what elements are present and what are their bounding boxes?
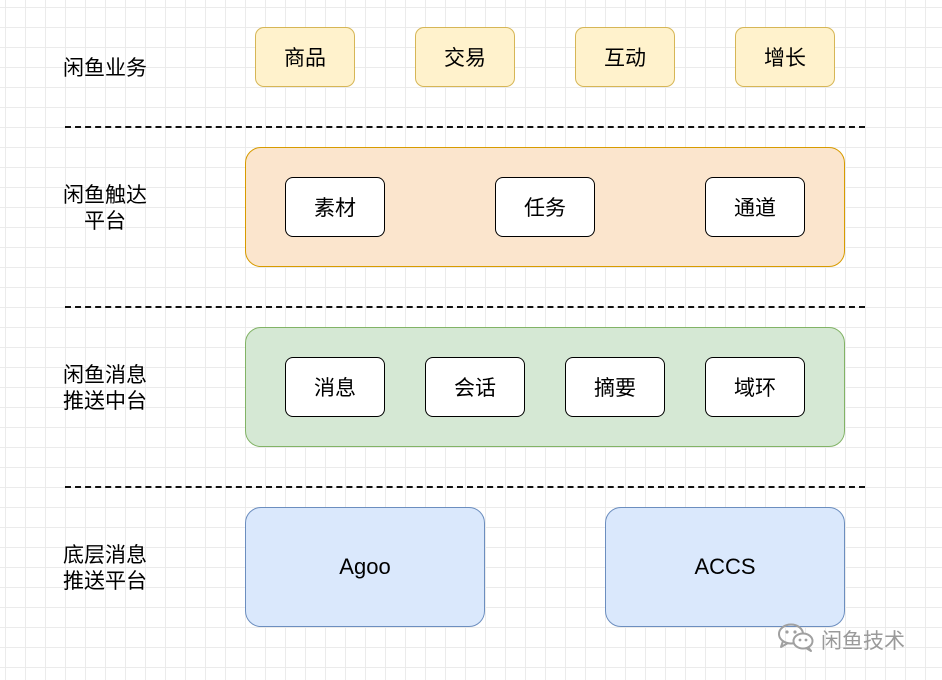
layer-label-reach-line-1: 闲鱼触达 <box>63 183 147 207</box>
reach-node-material-label: 素材 <box>314 196 356 220</box>
push-node-summary-label: 摘要 <box>594 376 636 400</box>
push-node-domain-loop-label: 域环 <box>734 376 776 400</box>
layer-label-push-line-1: 闲鱼消息 <box>63 363 147 387</box>
wechat-icon <box>777 622 815 657</box>
base-node-accs-label: ACCS <box>694 554 756 579</box>
reach-node-task: 任务 <box>495 177 595 237</box>
push-node-message-label: 消息 <box>314 376 356 400</box>
reach-node-channel-label: 通道 <box>734 196 776 220</box>
business-node-goods-label: 商品 <box>284 46 326 70</box>
push-node-session: 会话 <box>425 357 525 417</box>
business-node-growth: 增长 <box>735 27 835 87</box>
business-node-interaction-label: 互动 <box>604 46 646 70</box>
layer-label-base-line-1: 底层消息 <box>63 543 147 567</box>
layer-label-business-text: 闲鱼业务 <box>63 56 147 80</box>
base-node-accs: ACCS <box>605 507 845 627</box>
base-node-agoo-label: Agoo <box>339 554 391 579</box>
layer-divider-1 <box>65 126 865 128</box>
base-node-agoo: Agoo <box>245 507 485 627</box>
layer-label-push-line-2: 推送中台 <box>63 389 147 413</box>
push-node-session-label: 会话 <box>454 376 496 400</box>
reach-node-task-label: 任务 <box>524 196 566 220</box>
push-node-message: 消息 <box>285 357 385 417</box>
reach-node-material: 素材 <box>285 177 385 237</box>
watermark-text: 闲鱼技术 <box>821 628 905 653</box>
business-node-interaction: 互动 <box>575 27 675 87</box>
business-node-trade-label: 交易 <box>444 46 486 70</box>
layer-label-business: 闲鱼业务 <box>50 55 160 81</box>
business-node-goods: 商品 <box>255 27 355 87</box>
business-node-trade: 交易 <box>415 27 515 87</box>
layer-label-base-line-2: 推送平台 <box>63 569 147 593</box>
push-node-domain-loop: 域环 <box>705 357 805 417</box>
layer-divider-2 <box>65 306 865 308</box>
layer-label-base: 底层消息 推送平台 <box>50 542 160 594</box>
reach-node-channel: 通道 <box>705 177 805 237</box>
business-node-growth-label: 增长 <box>764 46 806 70</box>
watermark: 闲鱼技术 <box>777 622 905 657</box>
layer-divider-3 <box>65 486 865 488</box>
layer-label-push: 闲鱼消息 推送中台 <box>50 362 160 414</box>
push-node-summary: 摘要 <box>565 357 665 417</box>
layer-label-reach: 闲鱼触达 平台 <box>50 182 160 234</box>
layer-label-reach-line-2: 平台 <box>84 209 126 233</box>
